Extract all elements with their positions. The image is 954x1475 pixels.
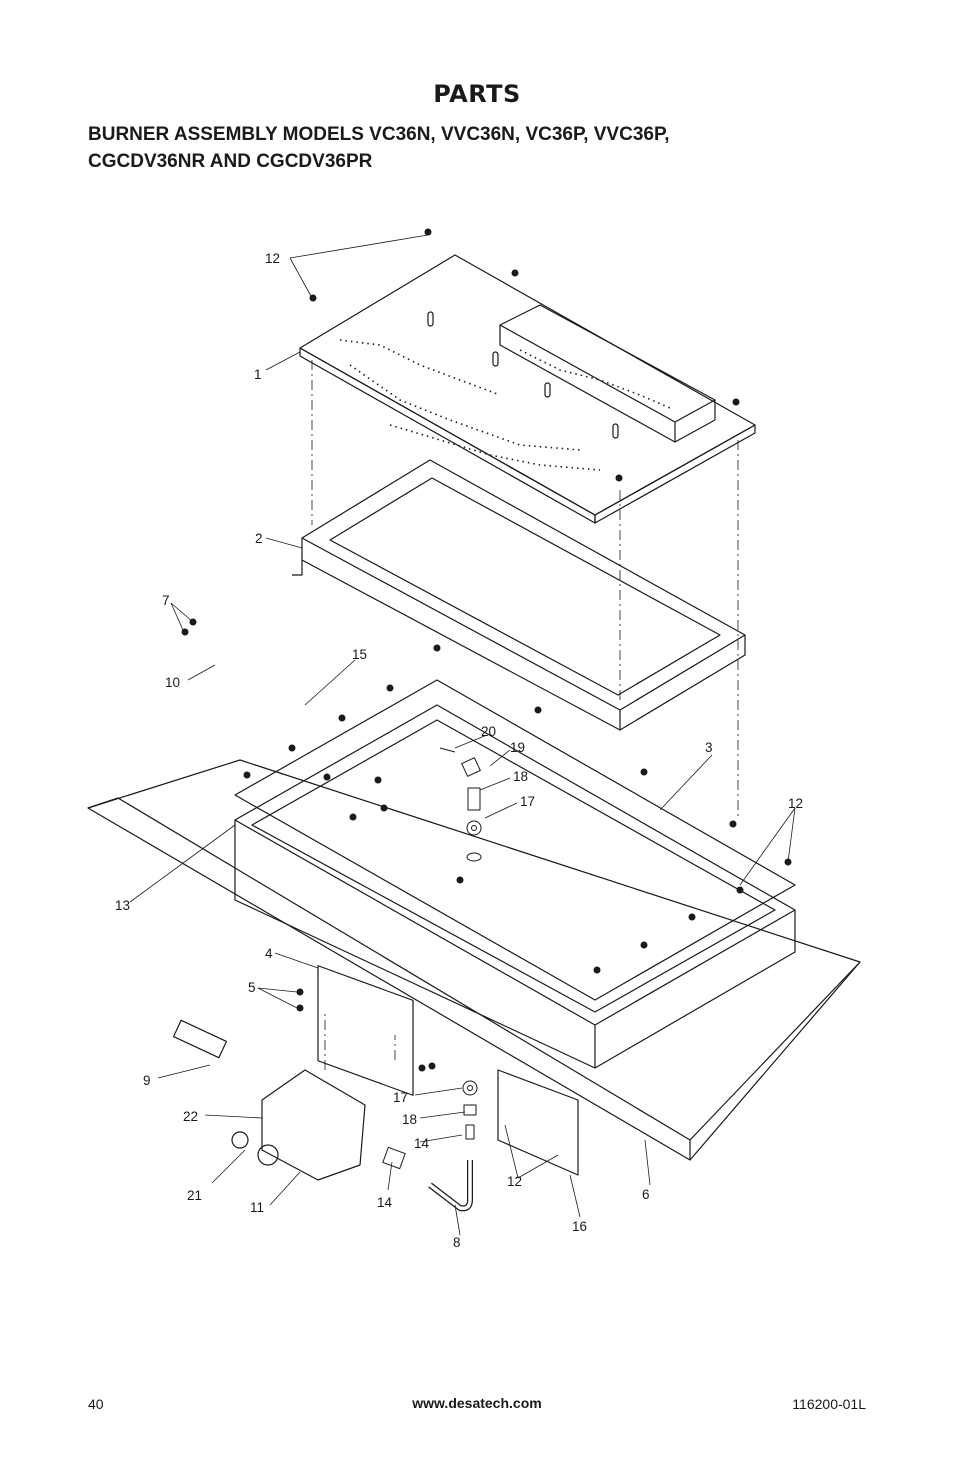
callout-label: 10 bbox=[165, 675, 180, 690]
callout-label: 19 bbox=[510, 740, 525, 755]
callout-label: 21 bbox=[187, 1188, 202, 1203]
part-2-frame bbox=[292, 459, 746, 731]
callout-label: 18 bbox=[402, 1112, 417, 1127]
callout-label: 7 bbox=[162, 593, 170, 608]
callout-label: 12 bbox=[788, 796, 803, 811]
callout-label: 3 bbox=[705, 740, 713, 755]
website-link[interactable]: www.desatech.com bbox=[412, 1395, 542, 1411]
part-22-gas-valve bbox=[231, 1069, 366, 1181]
callout-label: 17 bbox=[393, 1090, 408, 1105]
callout-label: 20 bbox=[481, 724, 496, 739]
callout-label: 2 bbox=[255, 531, 263, 546]
part-4-bracket bbox=[317, 965, 414, 1096]
callout-label: 4 bbox=[265, 946, 273, 961]
callout-label: 18 bbox=[513, 769, 528, 784]
callout-label: 12 bbox=[265, 251, 280, 266]
callout-labels: 12 1 2 7 10 15 20 19 18 17 3 12 13 4 5 9… bbox=[115, 251, 803, 1250]
callout-label: 14 bbox=[414, 1136, 430, 1151]
callout-label: 13 bbox=[115, 898, 130, 913]
page-number: 40 bbox=[88, 1396, 104, 1412]
part-9-pilot-fitting bbox=[172, 1019, 228, 1059]
subtitle-line-2: CGCDV36NR AND CGCDV36PR bbox=[88, 151, 373, 172]
callout-label: 1 bbox=[254, 367, 262, 382]
part-6-firebox-pan bbox=[87, 759, 861, 1161]
subtitle-line-1: BURNER ASSEMBLY MODELS VC36N, VVC36N, VC… bbox=[88, 124, 670, 145]
part-3-burner-base bbox=[234, 679, 796, 1001]
callout-label: 15 bbox=[352, 647, 367, 662]
page-title: PARTS bbox=[433, 80, 521, 108]
callout-label: 9 bbox=[143, 1073, 151, 1088]
callout-label: 6 bbox=[642, 1187, 650, 1202]
callout-label: 17 bbox=[520, 794, 535, 809]
callout-label: 14 bbox=[377, 1195, 393, 1210]
callout-label: 11 bbox=[250, 1200, 264, 1215]
callout-label: 12 bbox=[507, 1174, 522, 1189]
callout-label: 16 bbox=[572, 1219, 587, 1234]
section-subtitle: BURNER ASSEMBLY MODELS VC36N, VVC36N, VC… bbox=[88, 121, 848, 175]
callout-label: 5 bbox=[248, 980, 256, 995]
part-16-access-plate bbox=[497, 1069, 579, 1176]
part-1-burner-top-plate bbox=[299, 254, 756, 524]
document-number: 116200-01L bbox=[792, 1396, 866, 1412]
callout-label: 22 bbox=[183, 1109, 198, 1124]
callout-label: 8 bbox=[453, 1235, 461, 1250]
burner-box-sides bbox=[234, 820, 796, 1069]
